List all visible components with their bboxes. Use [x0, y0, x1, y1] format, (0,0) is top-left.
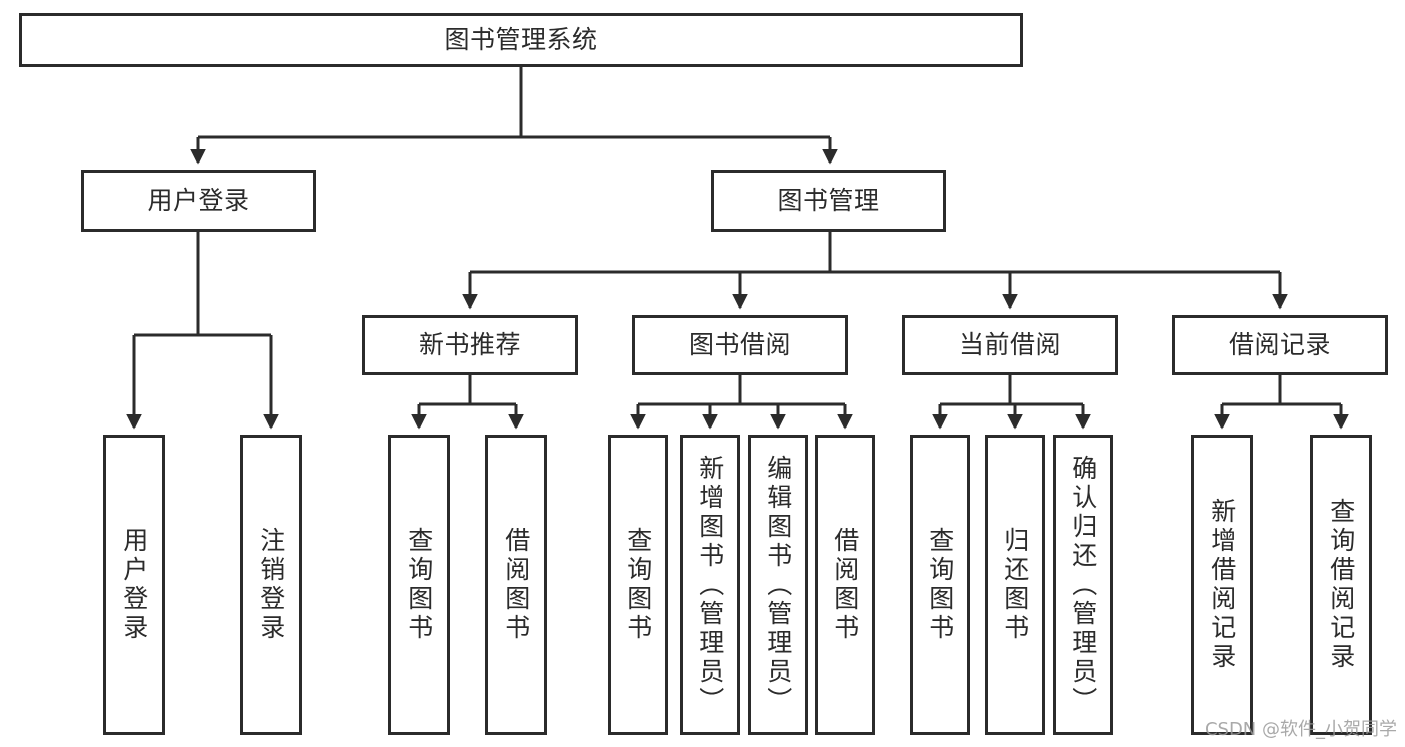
node-leaf-query-book-1[interactable]: 查询图书 [388, 435, 450, 735]
watermark: CSDN @软件_小贺同学 [1204, 719, 1397, 740]
node-leaf-return-book[interactable]: 归还图书 [985, 435, 1045, 735]
node-current-borrow-label: 当前借阅 [958, 330, 1061, 360]
node-leaf-confirm-return[interactable]: 确认归还（管理员） [1053, 435, 1113, 735]
node-root[interactable]: 图书管理系统 [19, 13, 1023, 67]
node-root-label: 图书管理系统 [444, 25, 598, 55]
node-leaf-query-record-label: 查询借阅记录 [1326, 498, 1356, 672]
node-leaf-edit-book[interactable]: 编辑图书（管理员） [748, 435, 808, 735]
node-book-borrow-label: 图书借阅 [688, 330, 791, 360]
node-book-borrow[interactable]: 图书借阅 [632, 315, 848, 375]
node-leaf-logout-label: 注销登录 [256, 527, 286, 643]
node-leaf-add-record-label: 新增借阅记录 [1207, 498, 1237, 672]
node-borrow-record-label: 借阅记录 [1228, 330, 1331, 360]
node-leaf-logout[interactable]: 注销登录 [240, 435, 302, 735]
node-book-manage[interactable]: 图书管理 [711, 170, 946, 232]
node-borrow-record[interactable]: 借阅记录 [1172, 315, 1388, 375]
node-leaf-query-book-3[interactable]: 查询图书 [910, 435, 970, 735]
node-user-login[interactable]: 用户登录 [81, 170, 316, 232]
node-book-manage-label: 图书管理 [777, 186, 880, 216]
node-leaf-add-book[interactable]: 新增图书（管理员） [680, 435, 740, 735]
node-leaf-borrow-book-2[interactable]: 借阅图书 [815, 435, 875, 735]
node-current-borrow[interactable]: 当前借阅 [902, 315, 1118, 375]
node-leaf-user-login-label: 用户登录 [119, 527, 149, 643]
node-leaf-borrow-book-2-label: 借阅图书 [830, 527, 860, 643]
node-leaf-borrow-book-1[interactable]: 借阅图书 [485, 435, 547, 735]
node-leaf-add-record[interactable]: 新增借阅记录 [1191, 435, 1253, 735]
node-leaf-query-book-3-label: 查询图书 [925, 527, 955, 643]
node-leaf-borrow-book-1-label: 借阅图书 [501, 527, 531, 643]
node-user-login-label: 用户登录 [147, 186, 250, 216]
node-leaf-query-book-2[interactable]: 查询图书 [608, 435, 668, 735]
node-leaf-add-book-label: 新增图书（管理员） [695, 454, 725, 716]
node-leaf-user-login[interactable]: 用户登录 [103, 435, 165, 735]
node-new-book-recommend-label: 新书推荐 [418, 330, 521, 360]
node-leaf-confirm-return-label: 确认归还（管理员） [1068, 454, 1098, 716]
node-leaf-query-record[interactable]: 查询借阅记录 [1310, 435, 1372, 735]
node-leaf-return-book-label: 归还图书 [1000, 527, 1030, 643]
node-leaf-edit-book-label: 编辑图书（管理员） [763, 454, 793, 716]
node-new-book-recommend[interactable]: 新书推荐 [362, 315, 578, 375]
node-leaf-query-book-2-label: 查询图书 [623, 527, 653, 643]
node-leaf-query-book-1-label: 查询图书 [404, 527, 434, 643]
